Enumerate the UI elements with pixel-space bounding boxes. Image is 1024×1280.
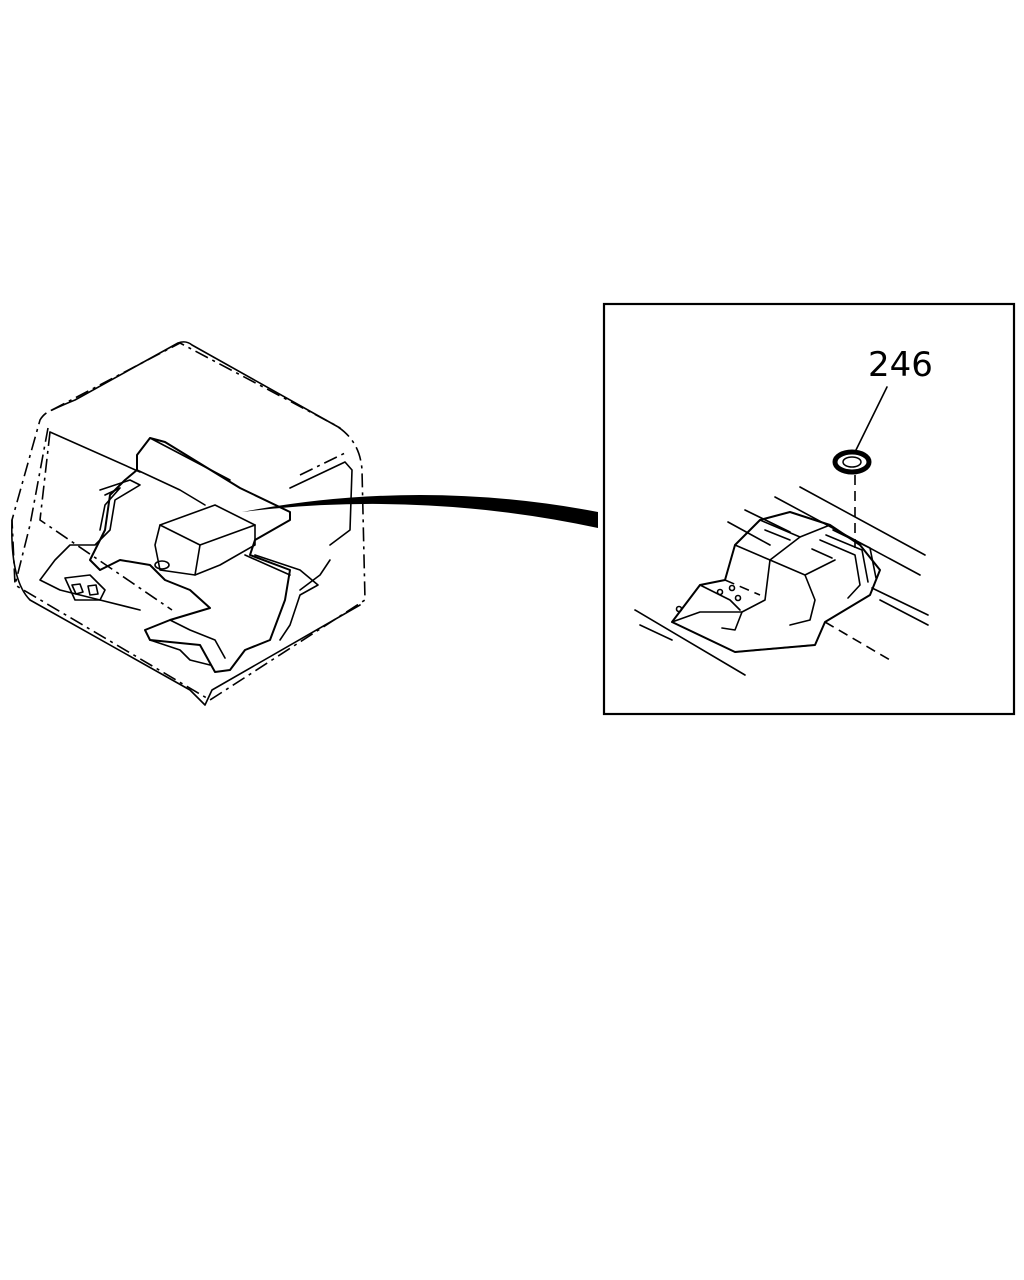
detail-view: 246 — [602, 302, 1016, 716]
detail-frame — [602, 302, 1016, 716]
part-number-label: 246 — [868, 345, 933, 385]
callout-leader — [854, 386, 888, 453]
detail-leader — [242, 495, 598, 528]
cab-overview — [11, 341, 366, 706]
grommet-part — [832, 449, 872, 475]
